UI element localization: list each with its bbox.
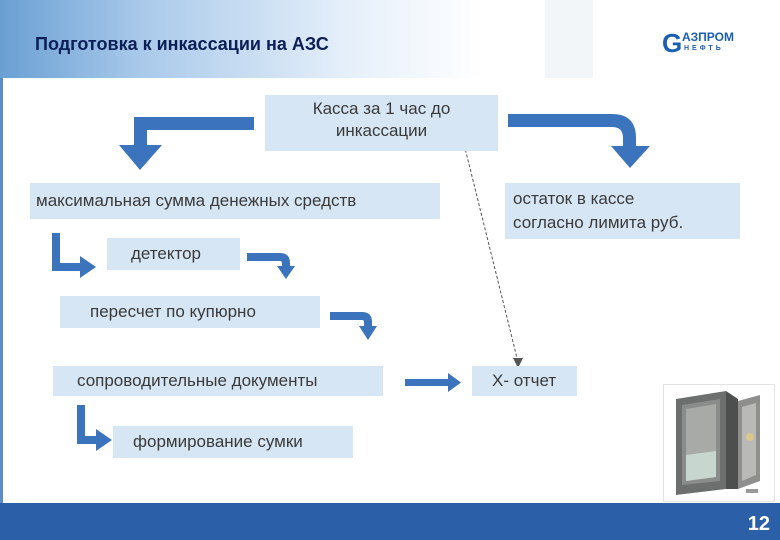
arrow-max-to-detector [52, 233, 96, 278]
node-rest-line2: согласно лимита руб. [513, 211, 740, 235]
node-max-sum: максимальная сумма денежных средств [30, 183, 440, 219]
arrow-docs-to-bag [77, 405, 112, 451]
node-detector: детектор [107, 238, 240, 270]
footer-bar: 12 [0, 503, 780, 540]
safe-image [663, 384, 775, 502]
node-rest-in-cash: остаток в кассе согласно лимита руб. [505, 183, 740, 239]
node-recount: пересчет по купюрно [60, 296, 320, 328]
dashed-connector-root-to-xreport [463, 140, 523, 368]
node-documents: сопроводительные документы [53, 366, 383, 396]
node-bag: формирование сумки [113, 426, 353, 458]
page-number: 12 [748, 513, 770, 536]
arrow-recount-to-docs [330, 312, 377, 340]
safe-icon [664, 385, 774, 501]
arrow-docs-to-xreport [405, 373, 461, 392]
node-rest-line1: остаток в кассе [513, 187, 740, 211]
arrow-detector-to-recount [247, 253, 295, 279]
arrow-root-to-rest [508, 114, 650, 168]
arrow-root-to-max [119, 117, 254, 170]
node-root: Касса за 1 час до инкассации [265, 95, 498, 151]
node-x-report: Х- отчет [472, 366, 577, 396]
